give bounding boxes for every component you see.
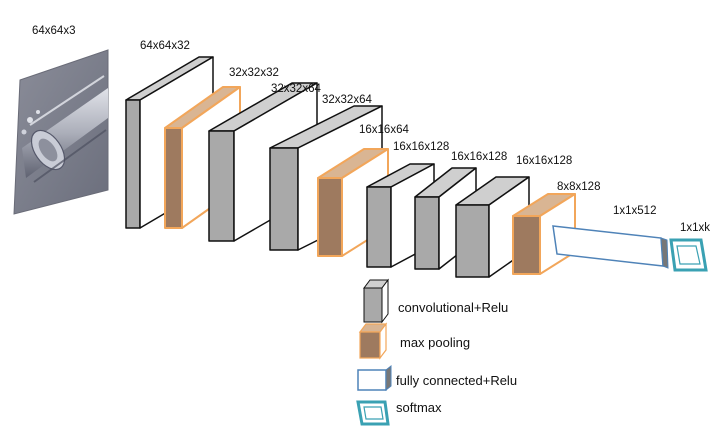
legend-pool-side: [359, 331, 381, 359]
softmax-inner: [676, 245, 701, 265]
layer-label: 32x32x64: [271, 83, 321, 95]
legend-item-conv: convolutional+Relu: [363, 278, 508, 324]
legend-softmax-inner: [363, 406, 384, 420]
layer-label: 16x16x128: [393, 141, 449, 153]
layer-label: 16x16x128: [516, 155, 572, 167]
layer-label: 16x16x64: [359, 124, 409, 136]
legend-item-pool: max pooling: [358, 322, 470, 360]
layer-labels: 64x64x32 32x32x32 32x32x64 32x32x64 16x1…: [140, 40, 710, 234]
legend-item-softmax: softmax: [356, 400, 442, 426]
legend: convolutional+Relu max pooling fully con…: [356, 278, 517, 426]
layer-label: 8x8x128: [557, 181, 600, 193]
legend-item-fc: fully connected+Relu: [357, 364, 517, 392]
layer-label: 1x1x512: [613, 205, 656, 217]
fc-front-face: [552, 225, 664, 267]
block-side-face: [317, 177, 343, 257]
block-side-face: [269, 147, 299, 251]
input-label: 64x64x3: [32, 25, 75, 37]
layer-label: 1x1xk: [680, 222, 710, 234]
block-side-face: [366, 186, 392, 268]
block-side-face: [208, 130, 235, 242]
legend-label-pool: max pooling: [400, 335, 470, 350]
fully-connected-block: [552, 225, 669, 269]
softmax-outer: [669, 238, 708, 272]
softmax-block: [669, 238, 708, 272]
layer-label: 32x32x32: [229, 67, 279, 79]
layer-label: 16x16x128: [451, 151, 507, 163]
input-image: [13, 49, 109, 215]
layer-blocks: [125, 56, 708, 278]
max-pooling-block: [317, 148, 389, 257]
layer-label: 32x32x64: [322, 94, 372, 106]
fc-side-face: [660, 237, 669, 269]
block-side-face: [512, 215, 541, 275]
block-side-face: [164, 127, 183, 229]
legend-fc-front: [357, 369, 387, 391]
block-side-face: [125, 99, 141, 229]
layer-label: 64x64x32: [140, 40, 190, 52]
legend-label-softmax: softmax: [396, 400, 442, 415]
block-side-face: [455, 204, 490, 278]
legend-label-fc: fully connected+Relu: [396, 373, 517, 388]
legend-conv-side: [363, 287, 383, 323]
legend-label-conv: convolutional+Relu: [398, 300, 508, 315]
pipe-photo-icon: [21, 75, 108, 183]
legend-conv-front: [381, 278, 389, 324]
legend-fc-side: [385, 364, 392, 392]
block-side-face: [414, 196, 440, 270]
legend-pool-front: [379, 322, 387, 360]
legend-softmax-box: [356, 400, 390, 426]
